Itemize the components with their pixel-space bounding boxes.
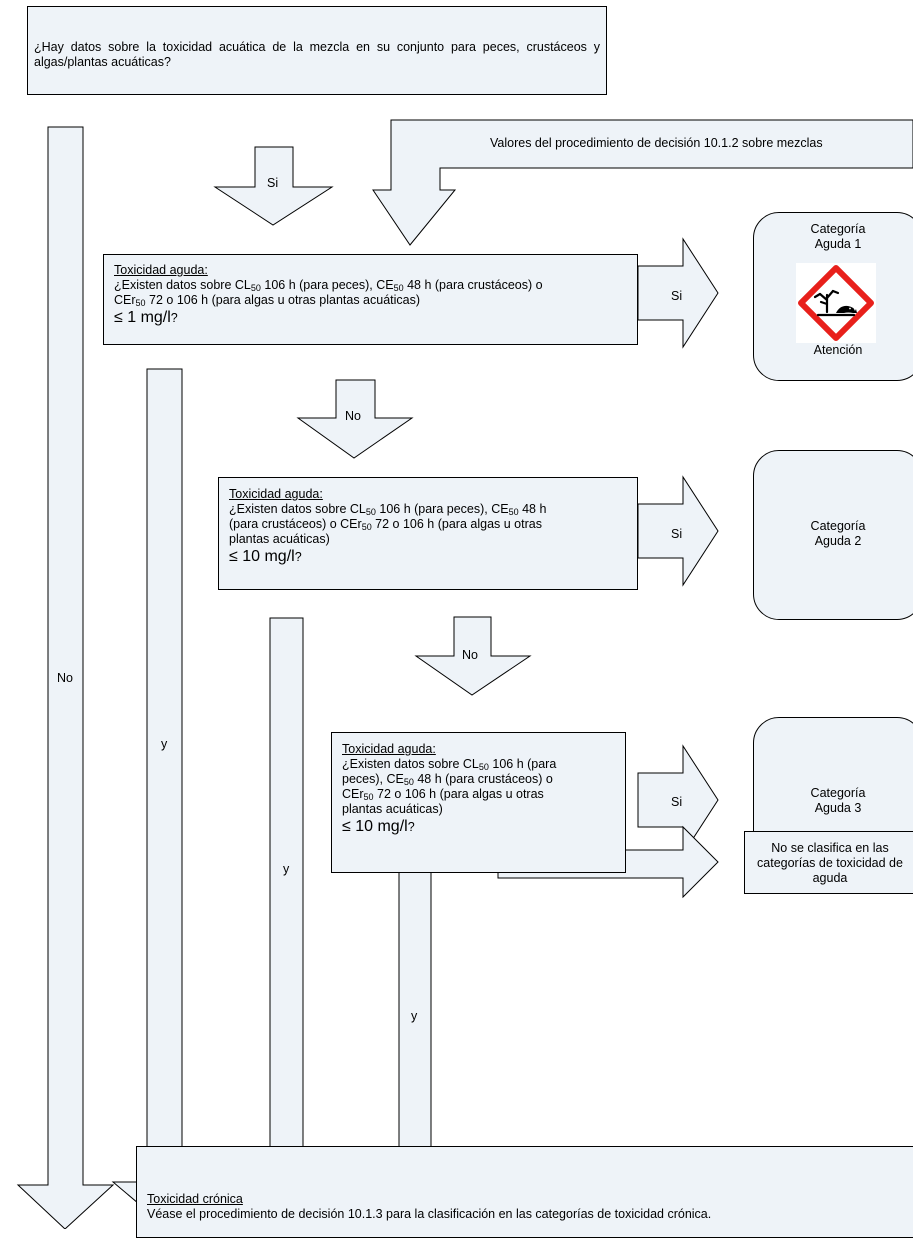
cat3-line1: Categoría — [810, 786, 866, 800]
acute-q2-line3: plantas acuáticas) — [229, 532, 330, 546]
acute-heading-2: Toxicidad aguda: — [229, 487, 323, 501]
cat2-line1: Categoría — [810, 519, 866, 533]
y-arrow-2 — [237, 617, 337, 1226]
cat2-line2: Aguda 2 — [814, 534, 862, 548]
not-classified-box: No se clasifica en las categorías de tox… — [744, 831, 913, 894]
acute-q1-line2: CEr50 72 o 106 h (para algas u otras pla… — [114, 293, 421, 308]
label-si-1: Si — [671, 289, 683, 303]
cat1-line1: Categoría — [810, 222, 866, 236]
no-arrow-left — [16, 126, 115, 1229]
cat1-signal-word: Atención — [813, 343, 863, 357]
y-arrow-1 — [111, 368, 215, 1226]
chronic-text: Véase el procedimiento de decisión 10.1.… — [147, 1207, 712, 1221]
no-arrow-1 — [296, 379, 414, 459]
label-no-2: No — [462, 648, 478, 662]
si-arrow-1 — [637, 237, 719, 349]
label-y-2: y — [283, 862, 290, 876]
not-classified-text: No se clasifica en las categorías de tox… — [757, 841, 903, 885]
acute-q1-line1: ¿Existen datos sobre CL50 106 h (para pe… — [114, 278, 543, 293]
acute-q2-line2: (para crustáceos) o CEr50 72 o 106 h (pa… — [229, 517, 542, 532]
label-si-2: Si — [671, 527, 683, 541]
no-arrow-2 — [414, 616, 532, 696]
acute-q1-threshold: ≤ 1 mg/l? — [114, 309, 178, 326]
acute-q2-threshold: ≤ 10 mg/l? — [229, 548, 302, 565]
acute-q3-line4: plantas acuáticas) — [342, 802, 443, 816]
si-arrow-3 — [637, 744, 719, 856]
acute-heading-3: Toxicidad aguda: — [342, 742, 436, 756]
category-acute-1: Categoría Aguda 1 Atención — [753, 212, 913, 381]
values-arrow — [372, 119, 913, 246]
chronic-heading: Toxicidad crónica — [147, 1192, 243, 1206]
acute-question-3: Toxicidad aguda: ¿Existen datos sobre CL… — [331, 732, 626, 873]
acute-question-1: Toxicidad aguda: ¿Existen datos sobre CL… — [103, 254, 638, 345]
acute-q3-line1: ¿Existen datos sobre CL50 106 h (para — [342, 757, 557, 772]
values-label: Valores del procedimiento de decisión 10… — [490, 136, 823, 150]
acute-question-2: Toxicidad aguda: ¿Existen datos sobre CL… — [218, 477, 638, 590]
top-question-text: ¿Hay datos sobre la toxicidad acuática d… — [34, 40, 600, 69]
acute-q3-line3: CEr50 72 o 106 h (para algas u otras — [342, 787, 544, 802]
top-question-box: ¿Hay datos sobre la toxicidad acuática d… — [27, 6, 607, 95]
acute-heading-1: Toxicidad aguda: — [114, 263, 208, 277]
label-y-3: y — [411, 1009, 418, 1023]
acute-q3-line2: peces), CE50 48 h (para crustáceos) o — [342, 772, 553, 787]
cat1-line2: Aguda 1 — [814, 237, 862, 251]
acute-q2-line1: ¿Existen datos sobre CL50 106 h (para pe… — [229, 502, 547, 517]
chronic-toxicity-box: Toxicidad crónica Véase el procedimiento… — [136, 1146, 913, 1238]
acute-q3-threshold: ≤ 10 mg/l? — [342, 818, 415, 835]
label-no-left: No — [57, 671, 73, 685]
label-si-3: Si — [671, 795, 683, 809]
category-acute-2: Categoría Aguda 2 — [753, 450, 913, 620]
label-no-1: No — [345, 409, 361, 423]
si-arrow-top — [213, 146, 334, 226]
environment-hazard-icon — [796, 263, 876, 343]
si-arrow-2 — [637, 475, 719, 587]
label-y-1: y — [161, 737, 168, 751]
cat3-line2: Aguda 3 — [814, 801, 862, 815]
label-si-top: Si — [267, 176, 279, 190]
